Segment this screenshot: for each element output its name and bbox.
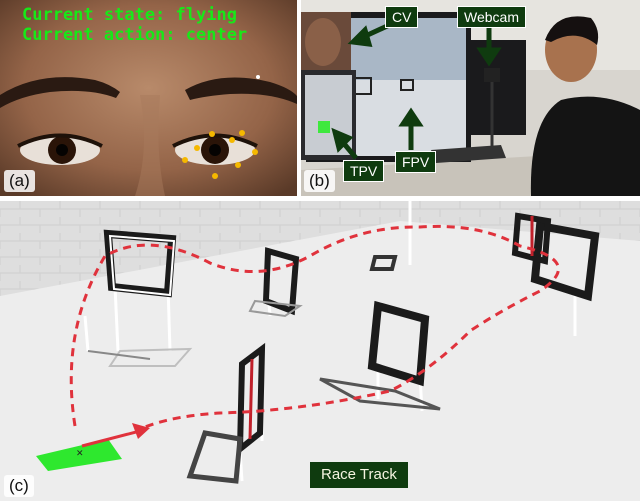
start-arrow [81, 429, 141, 448]
tpv-callout: TPV [343, 160, 385, 182]
eye-landmarks [182, 130, 258, 179]
current-state-text: Current state: flying [22, 5, 237, 25]
user-body [530, 96, 640, 196]
race-track-panel: ✕ [0, 201, 640, 501]
current-action-text: Current action: center [22, 25, 248, 45]
webcam-device [484, 68, 500, 82]
race-track-badge: Race Track [310, 462, 408, 488]
callout-arrows [331, 19, 502, 160]
brick-wall [0, 201, 640, 296]
tpv-drone-marker [318, 121, 330, 133]
panel-a-label: (a) [4, 170, 35, 192]
panel-b-label: (b) [304, 170, 335, 192]
gate-3 [369, 201, 412, 271]
drone-marker-icon: ✕ [76, 449, 84, 459]
face-closeup-image [0, 0, 297, 196]
cv-callout: CV [385, 6, 419, 28]
gate-6 [186, 342, 266, 484]
race-path [69, 224, 560, 431]
right-eyebrow [185, 77, 297, 104]
panel-c-label: (c) [4, 475, 34, 497]
desk-setup-image [301, 0, 640, 196]
setup-photo-panel [301, 0, 640, 196]
keyboard [431, 145, 506, 163]
eye-tracking-panel: Current state: flying Current action: ce… [0, 0, 297, 196]
webcam-callout: Webcam [457, 6, 526, 28]
gate-5 [319, 300, 441, 412]
second-monitor [471, 40, 526, 135]
gate-1 [103, 229, 193, 367]
race-track-render: ✕ [0, 201, 640, 501]
start-pad [36, 439, 122, 471]
left-eyebrow [0, 77, 120, 108]
gate-2 [248, 247, 303, 318]
fpv-callout: FPV [395, 151, 437, 173]
